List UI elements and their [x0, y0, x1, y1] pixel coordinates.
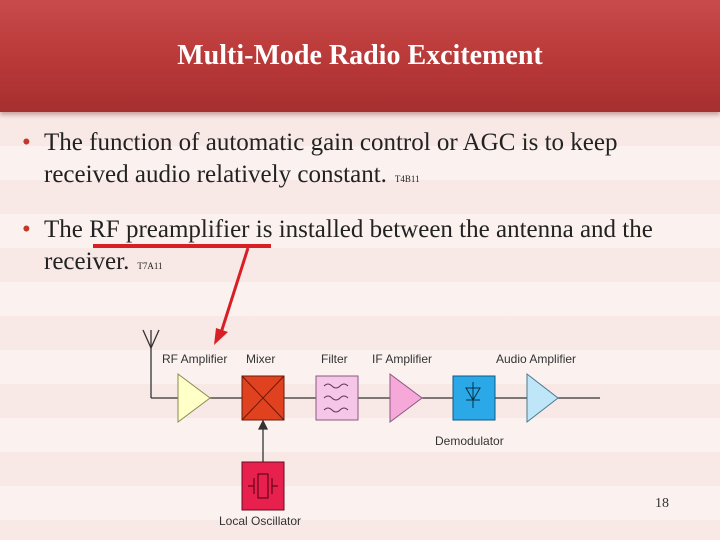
rf-amplifier-block: [177, 373, 211, 423]
annotation-arrow: [214, 247, 250, 345]
bullet-agc: • The function of automatic gain control…: [22, 127, 702, 197]
bullet-rf-text-before: The: [44, 216, 90, 243]
bullet-text: The RF preamplifier is installed between…: [44, 214, 704, 282]
slide-title: Multi-Mode Radio Excitement: [177, 40, 543, 71]
rf-amplifier-label: RF Amplifier: [162, 352, 227, 366]
if-amplifier-block: [389, 373, 423, 423]
bullet-rf-preamp: • The RF preamplifier is installed betwe…: [22, 214, 702, 284]
demodulator-block: [452, 375, 496, 421]
highlight-underline: [93, 244, 271, 248]
if-amplifier-label: IF Amplifier: [372, 352, 432, 366]
signal-path: [210, 397, 600, 462]
bullet-text: The function of automatic gain control o…: [44, 127, 704, 195]
demodulator-label: Demodulator: [435, 434, 504, 448]
title-bar: Multi-Mode Radio Excitement: [0, 0, 720, 112]
audio-amplifier-label: Audio Amplifier: [496, 352, 576, 366]
bullet-agc-text: The function of automatic gain control o…: [44, 129, 618, 188]
bullet-rf-text-after: is installed between the antenna and the…: [44, 216, 653, 275]
filter-block: [315, 375, 359, 421]
mixer-label: Mixer: [246, 352, 275, 366]
question-ref: T4B11: [394, 174, 420, 184]
bullet-rf-text-highlight: RF preamplifier: [89, 216, 250, 243]
local-oscillator-block: [241, 461, 285, 511]
mixer-block: [241, 375, 285, 421]
slide-background: [0, 112, 720, 540]
bullet-marker: •: [22, 129, 31, 156]
antenna-icon: [142, 329, 178, 399]
filter-label: Filter: [321, 352, 348, 366]
local-oscillator-label: Local Oscillator: [219, 514, 301, 528]
question-ref: T7A11: [137, 261, 163, 271]
bullet-marker: •: [22, 216, 31, 243]
page-number: 18: [655, 496, 669, 511]
audio-amplifier-block: [526, 372, 559, 424]
